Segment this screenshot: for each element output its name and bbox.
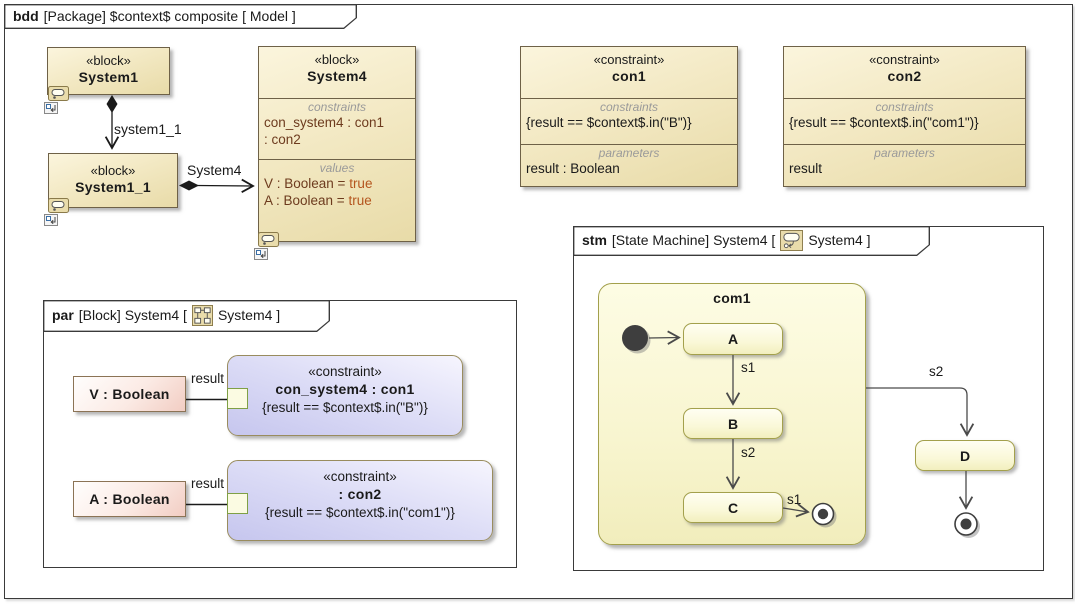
state-d[interactable]: D	[915, 440, 1015, 471]
transition-label-s1[interactable]: s1	[787, 492, 802, 507]
con1-expression[interactable]: {result == $context$.in("B")}	[526, 115, 692, 130]
con2-parameter[interactable]: result	[789, 161, 823, 176]
con1-constraints-label: constraints	[599, 100, 659, 114]
connector-end-label-result[interactable]: result	[190, 476, 224, 491]
con2-stereotype: «constraint»	[869, 52, 940, 67]
association-role-label[interactable]: System4	[187, 162, 242, 178]
con1-stereotype: «constraint»	[593, 52, 665, 67]
bdd-tab-title: [Package] $context$ composite [ Model ]	[43, 7, 296, 24]
con2-property-expression: {result == $context$.in("com1")}	[265, 505, 455, 520]
bdd-frame-tab[interactable]: bdd [Package] $context$ composite [ Mode…	[4, 4, 357, 29]
state-d-label: D	[959, 447, 971, 464]
con-system4-name: con_system4 : con1	[275, 381, 415, 397]
con2-parameters-label: parameters	[874, 146, 935, 160]
par-tab-context: [Block] System4 [	[78, 307, 187, 323]
stm-tab-keyword: stm	[582, 232, 607, 248]
state-b[interactable]: B	[683, 408, 783, 439]
con2-expression[interactable]: {result == $context$.in("com1")}	[789, 115, 979, 130]
system1-1-related-diagram-icon[interactable]	[44, 198, 70, 233]
constraint-property-con-system4[interactable]: «constraint» con_system4 : con1 {result …	[227, 355, 463, 436]
stm-tab-fill	[574, 227, 928, 254]
block-system1-1[interactable]: «block» System1_1	[48, 153, 178, 208]
constraint-parameter-port[interactable]	[227, 388, 248, 409]
state-a[interactable]: A	[683, 323, 783, 355]
par-tab-fill	[44, 301, 328, 330]
state-c[interactable]: C	[683, 492, 783, 523]
system1-stereotype: «block»	[86, 53, 131, 68]
con1-parameters-label: parameters	[598, 146, 660, 160]
param-a-label: A : Boolean	[89, 491, 170, 507]
par-tab-name: System4 ]	[217, 307, 281, 323]
system4-related-diagram-icon[interactable]	[254, 232, 280, 267]
system4-constraint-property[interactable]: con_system4 : con1	[264, 115, 385, 130]
constraint-property-con2[interactable]: «constraint» : con2 {result == $context$…	[227, 460, 493, 541]
state-a-label: A	[727, 331, 739, 347]
system4-stereotype: «block»	[314, 52, 360, 67]
bdd-tab-fill	[5, 5, 355, 27]
transition-label-s2[interactable]: s2	[741, 445, 756, 460]
system4-value-property[interactable]: V : Boolean = true	[264, 176, 373, 191]
state-machine-diagram-icon	[780, 229, 804, 251]
con2-constraints-label: constraints	[875, 100, 934, 114]
con2-name: con2	[887, 68, 922, 84]
transition-label-s2[interactable]: s2	[929, 364, 944, 379]
system4-values-label: values	[319, 161, 355, 175]
connector-end-label-result[interactable]: result	[190, 371, 224, 386]
value-true: true	[348, 193, 372, 208]
system4-constraints-label: constraints	[307, 100, 367, 114]
value-true: true	[349, 176, 373, 191]
state-c-label: C	[727, 499, 739, 516]
system1-1-name: System1_1	[75, 179, 151, 195]
state-b-label: B	[727, 415, 739, 432]
par-parameter-v[interactable]: V : Boolean	[73, 376, 186, 412]
parametric-diagram-icon	[191, 304, 213, 326]
system1-name: System1	[78, 69, 139, 85]
con1-parameter[interactable]: result : Boolean	[526, 161, 620, 176]
con-system4-expression: {result == $context$.in("B")}	[262, 400, 428, 415]
par-frame-tab[interactable]: par [Block] System4 [ System4 ]	[43, 300, 330, 332]
block-con2[interactable]: «constraint» con2 constraints {result ==…	[783, 46, 1026, 187]
par-parameter-a[interactable]: A : Boolean	[73, 481, 186, 517]
stm-frame-tab[interactable]: stm [State Machine] System4 [ System4 ]	[573, 226, 930, 256]
stm-tab-context: [State Machine] System4 [	[611, 232, 776, 248]
association-role-label[interactable]: system1_1	[114, 121, 182, 137]
block-system4[interactable]: «block» System4 constraints con_system4 …	[258, 46, 416, 242]
stm-tab-name: System4 ]	[808, 232, 871, 248]
system1-1-stereotype: «block»	[90, 163, 136, 178]
con2-property-stereotype: «constraint»	[323, 469, 397, 484]
com1-title: com1	[713, 290, 751, 306]
system4-name: System4	[307, 68, 367, 84]
transition-label-s1[interactable]: s1	[741, 360, 756, 375]
system4-value-property[interactable]: A : Boolean = true	[264, 193, 372, 208]
system4-constraint-property[interactable]: : con2	[264, 132, 301, 147]
block-con1[interactable]: «constraint» con1 constraints {result ==…	[520, 46, 738, 187]
con-system4-stereotype: «constraint»	[308, 364, 382, 379]
bdd-tab-keyword: bdd	[13, 7, 39, 24]
con1-name: con1	[612, 68, 646, 84]
par-tab-keyword: par	[52, 307, 74, 323]
system1-related-diagram-icon[interactable]	[44, 86, 70, 121]
con2-property-name: : con2	[338, 486, 382, 502]
param-v-label: V : Boolean	[89, 386, 170, 402]
constraint-parameter-port[interactable]	[227, 493, 248, 514]
